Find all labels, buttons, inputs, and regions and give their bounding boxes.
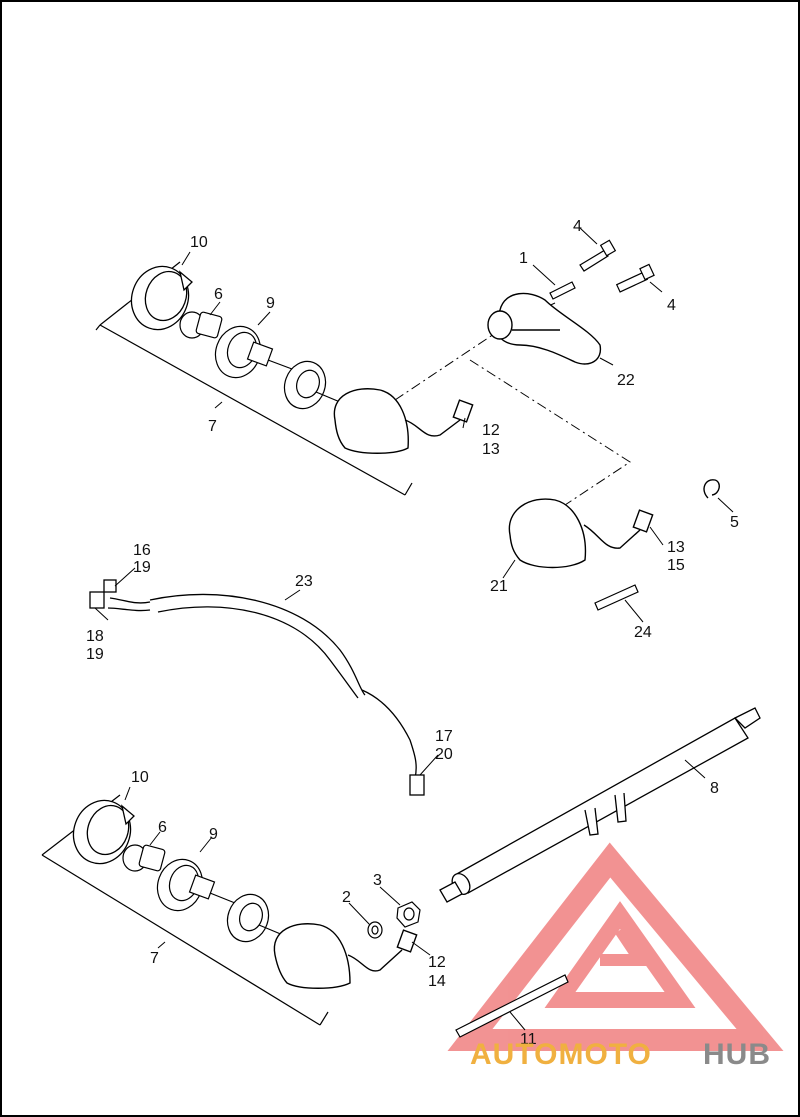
- callout-8: 8: [710, 780, 719, 797]
- pin: [594, 584, 639, 611]
- lower-lens-ring: [72, 799, 135, 865]
- callout-4-top: 4: [573, 218, 582, 235]
- lower-lamp-housing: [273, 923, 418, 989]
- callout-7-lower: 7: [150, 950, 159, 967]
- mounting-bracket: [487, 292, 602, 365]
- callout-9-upper: 9: [266, 295, 275, 312]
- callout-17: 17: [435, 728, 453, 745]
- callout-22: 22: [617, 372, 635, 389]
- callout-24: 24: [634, 624, 652, 641]
- callout-16: 16: [133, 542, 151, 559]
- watermark-logo: [447, 842, 784, 1051]
- callout-6-lower: 6: [158, 819, 167, 836]
- leader-lines: [94, 227, 734, 1031]
- watermark-text-automoto: AUTOMOTO: [470, 1038, 652, 1071]
- upper-grommet: [283, 360, 341, 410]
- wiring-harness: [89, 579, 425, 796]
- watermark-text-hub: HUB: [703, 1038, 771, 1071]
- callout-12-lower: 12: [428, 954, 446, 971]
- callout-19-bottom: 19: [86, 646, 104, 663]
- callout-13-right: 13: [667, 539, 685, 556]
- callout-3: 3: [373, 872, 382, 889]
- callout-4-right: 4: [667, 297, 676, 314]
- retainer-clip: [703, 479, 720, 499]
- callout-10-upper: 10: [190, 234, 208, 251]
- callout-7-upper: 7: [208, 418, 217, 435]
- upper-bulb: [179, 311, 223, 339]
- callout-15: 15: [667, 557, 685, 574]
- callout-10-lower: 10: [131, 769, 149, 786]
- callout-9-lower: 9: [209, 826, 218, 843]
- callout-numbers: 10 6 9 7 4 1 4 22 12 13 5 13 15 21 24 16…: [86, 218, 739, 1048]
- right-lamp-housing: [508, 498, 654, 569]
- callout-1: 1: [519, 250, 528, 267]
- upper-socket: [214, 325, 301, 379]
- callout-20: 20: [435, 746, 453, 763]
- callout-23: 23: [295, 573, 313, 590]
- screws: [549, 239, 655, 300]
- upper-lens-ring: [130, 265, 193, 331]
- callout-19-top: 19: [133, 559, 151, 576]
- callout-2: 2: [342, 889, 351, 906]
- callout-12-upper: 12: [482, 422, 500, 439]
- callout-21: 21: [490, 578, 508, 595]
- callout-6-upper: 6: [214, 286, 223, 303]
- long-rod: [455, 974, 569, 1038]
- lower-socket: [156, 858, 241, 912]
- callout-5: 5: [730, 514, 739, 531]
- lower-grommet: [226, 893, 284, 943]
- nut: [396, 901, 421, 928]
- callout-18: 18: [86, 628, 104, 645]
- washer: [367, 921, 383, 939]
- callout-14: 14: [428, 973, 446, 990]
- lower-bulb: [122, 844, 166, 872]
- callout-13-upper: 13: [482, 441, 500, 458]
- crossbar-tube: [439, 707, 761, 903]
- watermark-text: AUTOMOTO HUB: [470, 1038, 771, 1071]
- upper-lamp-housing: [333, 388, 474, 454]
- callout-11: 11: [520, 1031, 537, 1048]
